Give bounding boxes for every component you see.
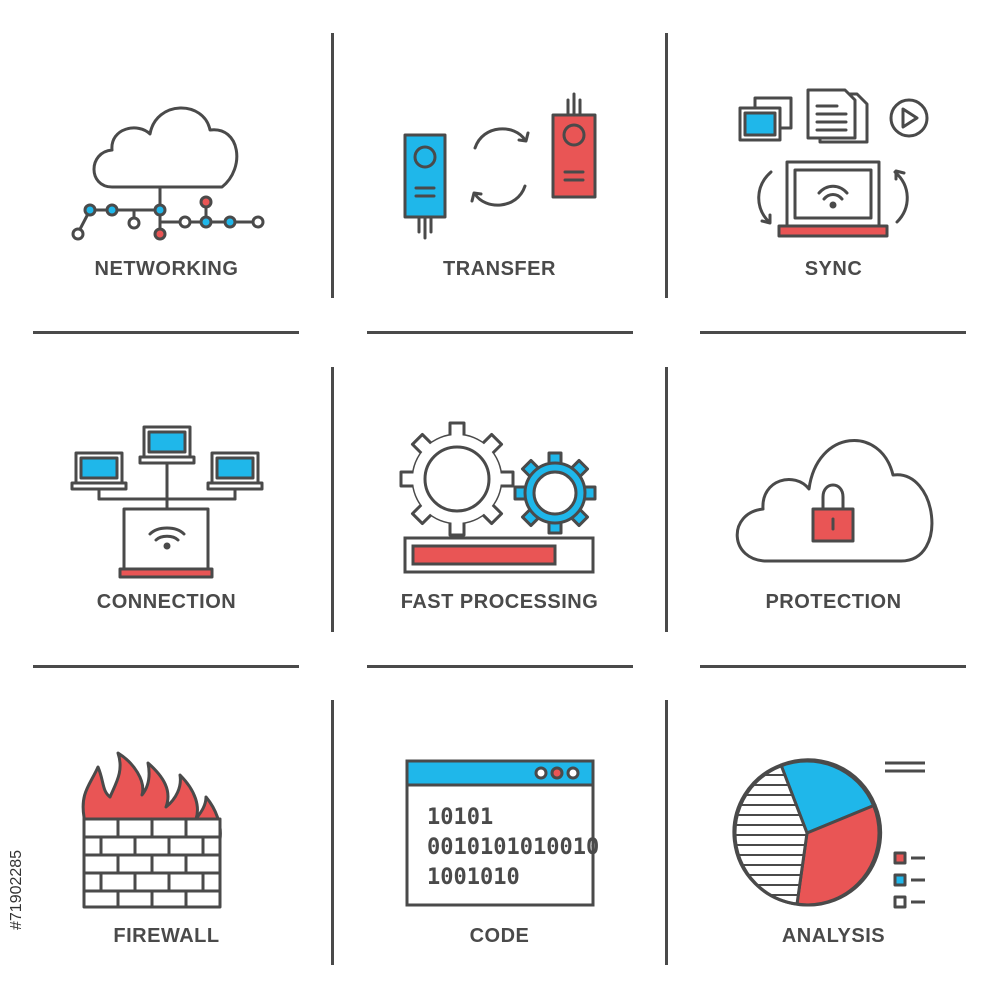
tile-fast-processing: FAST PROCESSING [333, 333, 666, 666]
tile-label-analysis: ANALYSIS [781, 925, 886, 947]
device-transfer-icon [403, 92, 597, 240]
tile-label-transfer: TRANSFER [443, 258, 556, 280]
pie-chart-icon [732, 758, 925, 909]
tile-label-code: CODE [469, 925, 530, 947]
tile-label-firewall: FIREWALL [113, 925, 220, 947]
code-line-3: 1001010 [427, 865, 520, 890]
divider-vertical-3 [331, 367, 334, 632]
tile-transfer: TRANSFER [333, 0, 666, 333]
tile-sync: SYNC [667, 0, 1000, 333]
tile-firewall: FIREWALL [0, 667, 333, 1000]
code-window-icon: 10101 0010101010010 1001010 [405, 759, 599, 907]
laptop-sync-icon [738, 88, 929, 238]
divider-horizontal-3 [700, 331, 966, 334]
divider-vertical-2 [665, 33, 668, 298]
tile-protection: PROTECTION [667, 333, 1000, 666]
divider-vertical-6 [665, 700, 668, 965]
tile-code: 10101 0010101010010 1001010 CODE [333, 667, 666, 1000]
gears-progress-icon [399, 421, 597, 574]
divider-vertical-1 [331, 33, 334, 298]
code-line-2: 0010101010010 [427, 835, 599, 860]
cloud-lock-icon [735, 439, 934, 563]
divider-horizontal-5 [367, 665, 633, 668]
tile-label-protection: PROTECTION [765, 591, 902, 613]
divider-horizontal-4 [33, 665, 299, 668]
stock-id-text: #71902285 [8, 849, 25, 930]
tile-label-networking: NETWORKING [94, 258, 239, 280]
progress-fill [411, 544, 557, 566]
divider-horizontal-2 [367, 331, 633, 334]
brick-wall-fire-icon [81, 751, 222, 909]
tile-analysis: ANALYSIS [667, 667, 1000, 1000]
computer-network-icon [70, 425, 264, 579]
tile-networking: NETWORKING [0, 0, 333, 333]
tile-label-connection: CONNECTION [96, 591, 237, 613]
tile-label-sync: SYNC [804, 258, 863, 280]
code-line-1: 10101 [427, 805, 493, 830]
cloud-network-icon [71, 106, 265, 241]
divider-vertical-4 [665, 367, 668, 632]
tile-connection: CONNECTION [0, 333, 333, 666]
divider-vertical-5 [331, 700, 334, 965]
divider-horizontal-1 [33, 331, 299, 334]
tile-label-fast-processing: FAST PROCESSING [400, 591, 599, 613]
divider-horizontal-6 [700, 665, 966, 668]
